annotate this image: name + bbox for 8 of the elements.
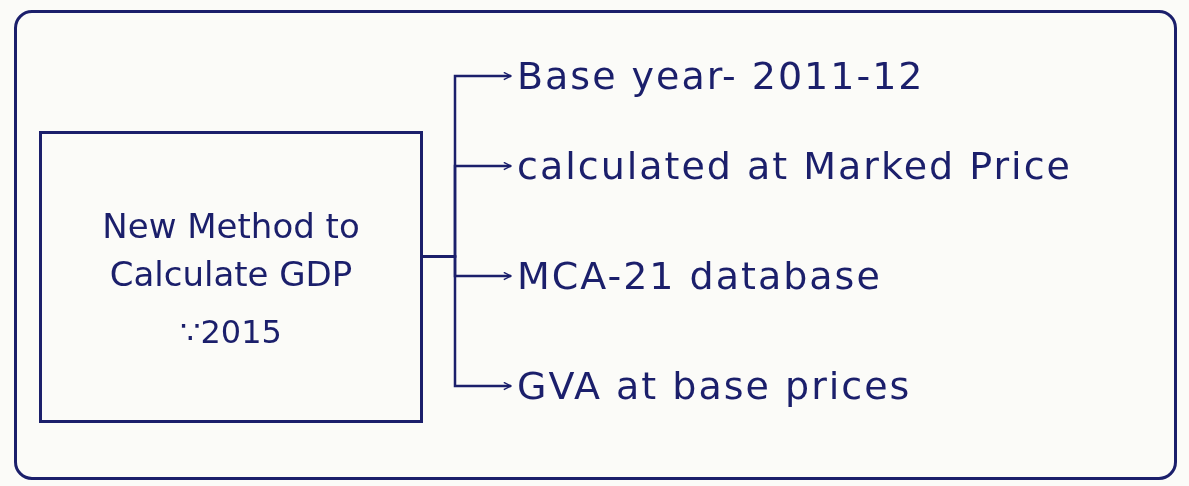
outer-frame: [14, 10, 1177, 480]
box-subtitle: ∵2015: [180, 312, 282, 351]
point-text: GVA at base prices: [517, 361, 1077, 411]
point-text: Base year- 2011-12: [517, 51, 997, 101]
box-title: New Method to Calculate GDP: [101, 205, 361, 296]
process-box: [39, 131, 423, 423]
point-text: MCA-21 database: [517, 251, 997, 301]
point-text: calculated at Marked Price: [517, 141, 1157, 191]
